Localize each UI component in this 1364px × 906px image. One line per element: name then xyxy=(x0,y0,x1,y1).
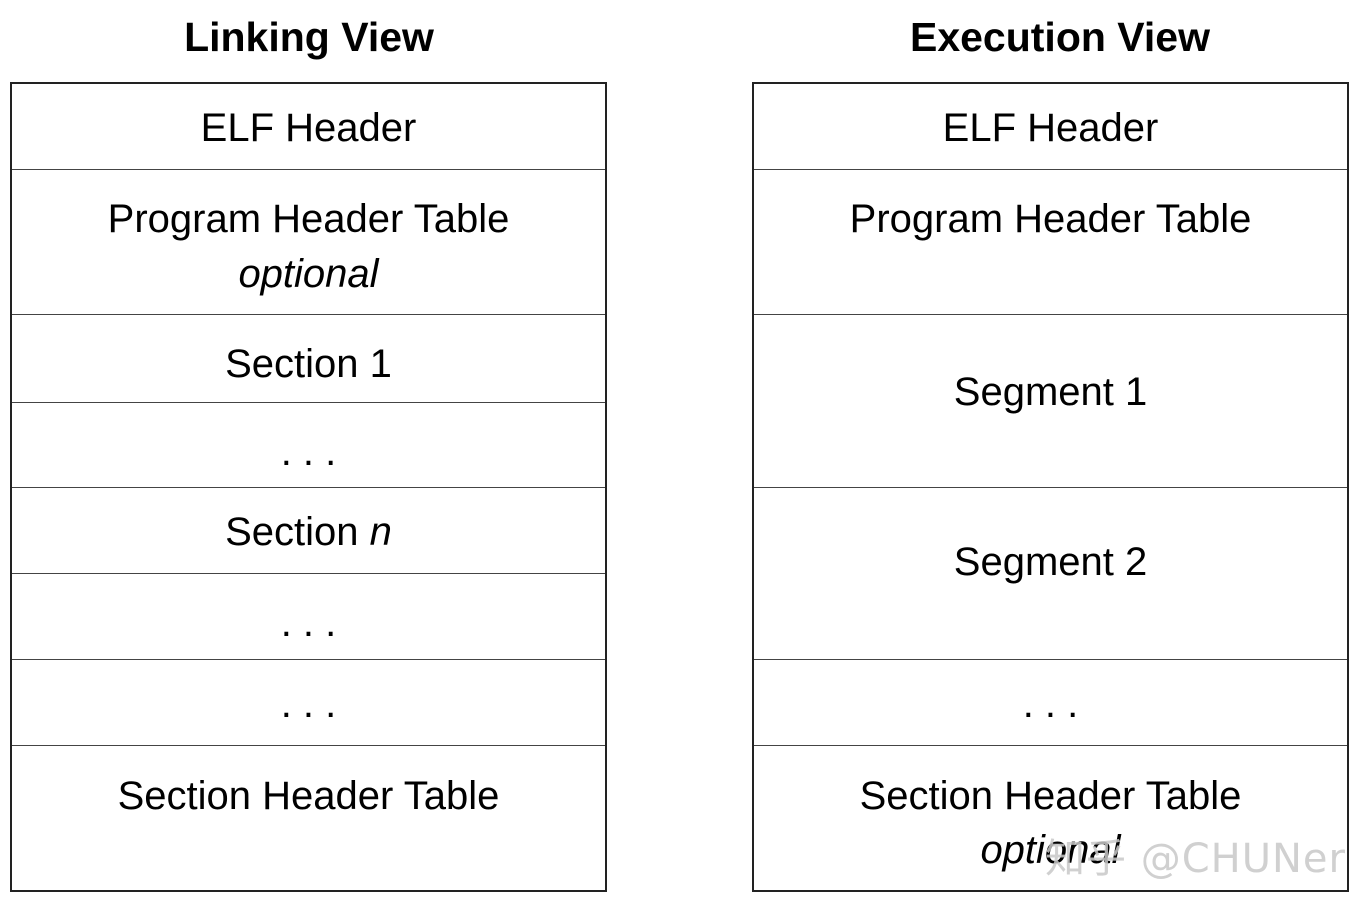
linking-view-title: Linking View xyxy=(184,14,434,60)
linking-section-header-table: Section Header Table xyxy=(117,774,500,818)
execution-elf-header: ELF Header xyxy=(754,84,1347,170)
linking-ellipsis-2: . . . xyxy=(12,574,605,660)
linking-ellipsis-1: . . . xyxy=(12,403,605,488)
linking-view-diagram: ELF Header Program Header Table optional… xyxy=(10,82,607,892)
watermark: 知乎 @CHUNer xyxy=(1045,836,1346,882)
linking-section-n: Section n xyxy=(12,488,605,574)
execution-view-diagram: ELF Header Program Header Table Segment … xyxy=(752,82,1349,892)
execution-section-header-table: Section Header Table optional xyxy=(859,774,1242,872)
linking-program-header-table: Program Header Table optional xyxy=(12,170,605,315)
execution-program-header-table: Program Header Table xyxy=(754,170,1347,315)
linking-section-1: Section 1 xyxy=(12,315,605,403)
linking-ellipsis-3: . . . xyxy=(12,660,605,746)
execution-segment-1: Segment 1 xyxy=(754,315,1347,488)
execution-view-title: Execution View xyxy=(909,14,1210,60)
linking-elf-header: ELF Header xyxy=(12,84,605,170)
execution-segment-2: Segment 2 xyxy=(754,488,1347,660)
execution-ellipsis-1: . . . xyxy=(754,660,1347,746)
